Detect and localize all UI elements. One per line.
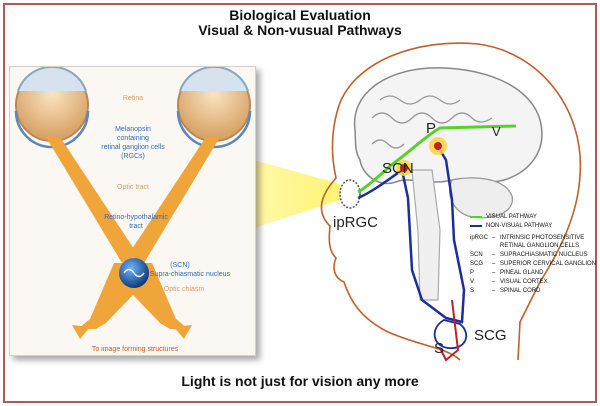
brain-outline: [353, 67, 543, 185]
legend-desc: PINEAL GLAND: [500, 270, 544, 276]
head-label-scn: SCN: [382, 160, 414, 177]
brainstem: [411, 169, 441, 301]
label-optic-tract: Optic tract: [117, 184, 149, 191]
pineal-dot: [434, 142, 442, 150]
legend-item: ipRGC – INTRINSIC PHOTOSENSITIVE RETINAL…: [470, 234, 600, 251]
label-image-forming: To image forming structures: [92, 346, 179, 353]
label-optic-chiasm: Optic chiasm: [164, 286, 205, 293]
legend-abbr: P: [470, 270, 475, 276]
optic-chiasm-shape: [78, 263, 188, 329]
right-eyeball: [176, 67, 252, 149]
legend-item: SCN – SUPRACHIASMATIC NUCLEUS: [470, 251, 600, 260]
head-outline: [320, 42, 582, 361]
legend-non-visual: NON-VISUAL PATHWAY: [470, 222, 600, 231]
light-beam: [254, 160, 340, 228]
legend-desc: SUPERIOR CERVICAL GANGLION: [500, 261, 597, 267]
eye-diagram-panel: Retina Melanopsin containing retinal gan…: [9, 66, 256, 356]
legend-abbr: S: [470, 288, 475, 294]
legend: VISUAL PATHWAY NON-VISUAL PATHWAY ipRGC …: [470, 213, 600, 296]
scn-wave-icon: [123, 268, 145, 278]
head-label-v: V: [492, 124, 501, 139]
head-label-scg: SCG: [474, 327, 507, 344]
figure-subtitle: Visual & Non-vusual Pathways: [198, 22, 402, 38]
legend-visual: VISUAL PATHWAY: [470, 213, 600, 222]
legend-item: SCG – SUPERIOR CERVICAL GANGLION: [470, 260, 600, 269]
legend-non-visual-label: NON-VISUAL PATHWAY: [486, 223, 553, 229]
figure-title: Biological Evaluation: [229, 7, 371, 23]
right-arrow-tip: [174, 325, 192, 339]
label-retino-2: tract: [129, 223, 143, 230]
label-scn-2: Supra-chiasmatic nucleus: [150, 271, 231, 278]
label-melanopsin-4: (RGCs): [121, 153, 145, 160]
label-melanopsin-2: containing: [117, 135, 149, 142]
legend-desc: SPINAL CORD: [500, 288, 541, 294]
legend-desc: INTRINSIC PHOTOSENSITIVE RETINAL GANGLIO…: [500, 235, 585, 249]
legend-item: P – PINEAL GLAND: [470, 269, 600, 278]
legend-item: S – SPINAL CORD: [470, 287, 600, 296]
right-optic-nerve: [128, 137, 220, 263]
spinal-cord: [439, 299, 460, 362]
left-optic-nerve: [46, 137, 138, 263]
legend-abbr: SCN: [470, 252, 483, 258]
legend-non-visual-swatch: [470, 225, 482, 227]
scn-dot: [400, 164, 408, 172]
label-retino-1: Retino-hypothalamic: [104, 214, 168, 221]
legend-visual-label: VISUAL PATHWAY: [486, 214, 537, 220]
legend-item: V – VISUAL CORTEX: [470, 278, 600, 287]
legend-visual-swatch: [470, 216, 482, 218]
cerebellum: [449, 177, 513, 219]
label-melanopsin-3: retinal ganglion cells: [101, 144, 165, 151]
legend-abbr: SCG: [470, 261, 484, 267]
footer-caption: Light is not just for vision any more: [181, 373, 419, 389]
brain-gyri: [371, 95, 493, 149]
legend-abbr: V: [470, 279, 475, 285]
left-arrow-tip: [72, 325, 90, 339]
legend-desc: VISUAL CORTEX: [500, 279, 548, 285]
head-label-s: S: [434, 340, 444, 357]
head-label-p: P: [426, 120, 436, 137]
iprgc-eye: [339, 179, 361, 209]
eye-diagram: Retina Melanopsin containing retinal gan…: [14, 67, 252, 353]
label-melanopsin-1: Melanopsin: [115, 126, 151, 133]
left-eyeball: [14, 67, 90, 149]
legend-desc: SUPRACHIASMATIC NUCLEUS: [500, 252, 588, 258]
label-retina: Retina: [123, 95, 143, 102]
head-label-iprgc: ipRGC: [333, 214, 378, 231]
label-scn-1: (SCN): [170, 262, 189, 269]
legend-abbr: ipRGC: [470, 235, 489, 241]
scg-loop: [433, 319, 468, 349]
visual-pathway-line: [357, 124, 517, 194]
